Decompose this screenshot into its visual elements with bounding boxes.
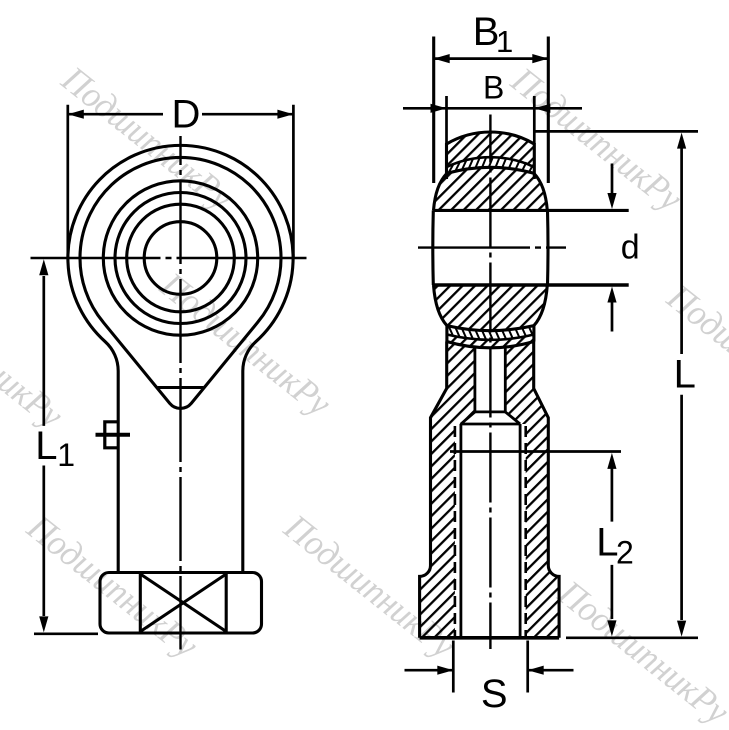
- svg-text:1: 1: [57, 437, 75, 473]
- svg-text:1: 1: [496, 24, 513, 59]
- svg-text:L: L: [596, 521, 618, 565]
- svg-text:S: S: [481, 672, 508, 716]
- svg-text:2: 2: [616, 535, 634, 571]
- svg-text:D: D: [172, 93, 201, 137]
- svg-text:L: L: [35, 424, 57, 468]
- svg-text:B: B: [473, 10, 500, 54]
- svg-text:d: d: [621, 229, 640, 267]
- svg-text:B: B: [483, 69, 504, 105]
- svg-text:L: L: [674, 353, 696, 397]
